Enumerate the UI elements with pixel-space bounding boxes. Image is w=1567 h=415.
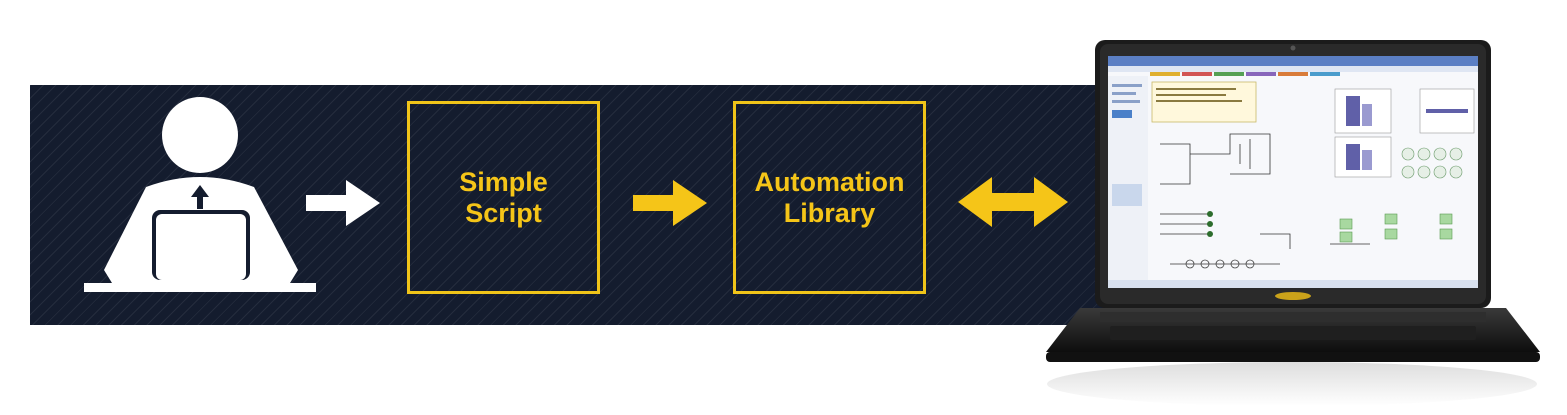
automation-library-label: Automation Library: [754, 166, 905, 228]
arrow-right-icon: [633, 180, 707, 226]
simple-script-label: Simple Script: [459, 166, 548, 228]
laptop-screenshot: [1046, 40, 1540, 406]
arrow-right-icon: [306, 180, 380, 226]
simple-script-step: Simple Script: [407, 101, 600, 294]
double-arrow-icon: [958, 177, 1068, 227]
automation-library-step: Automation Library: [733, 101, 926, 294]
user-at-laptop-icon: [84, 97, 316, 292]
